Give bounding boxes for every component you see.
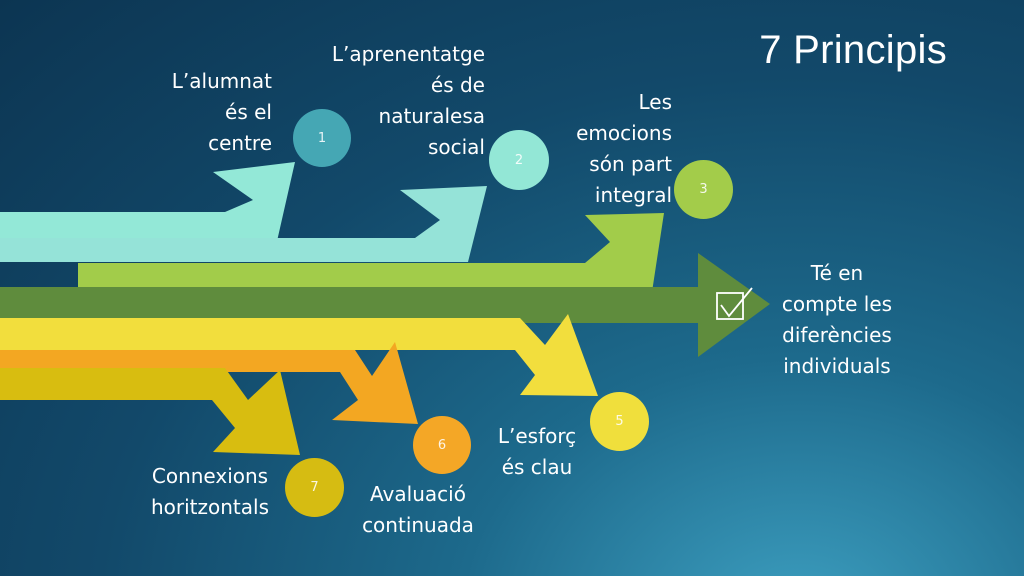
arrow-5 xyxy=(0,314,598,396)
principle-3-label: Les emocions són part integral xyxy=(576,90,672,207)
arrow-1 xyxy=(0,162,295,250)
principle-3-circle: 3 xyxy=(674,160,733,219)
arrow-3 xyxy=(78,213,664,292)
arrow-2 xyxy=(0,186,487,262)
principle-1-label: L’alumnat és el centre xyxy=(171,69,272,155)
arrow-6 xyxy=(0,342,418,424)
principle-7-circle: 7 xyxy=(285,458,344,517)
arrow-main xyxy=(0,253,770,357)
principle-6-label: Avaluació continuada xyxy=(362,482,474,537)
checkbox-check-icon xyxy=(716,287,753,320)
principle-2-label: L’aprenentatge és de naturalesa social xyxy=(331,42,485,159)
principle-7-label: Connexions horitzontals xyxy=(150,464,270,519)
page-title: 7 Principis xyxy=(759,28,947,72)
arrow-7 xyxy=(0,368,300,455)
principle-5-label: L’esforç és clau xyxy=(497,424,577,479)
principle-5-circle: 5 xyxy=(590,392,649,451)
principle-1-circle: 1 xyxy=(293,109,351,167)
principle-4-label: Té en compte les diferències individuals xyxy=(781,261,893,378)
principle-6-circle: 6 xyxy=(413,416,471,474)
principle-2-circle: 2 xyxy=(489,130,549,190)
